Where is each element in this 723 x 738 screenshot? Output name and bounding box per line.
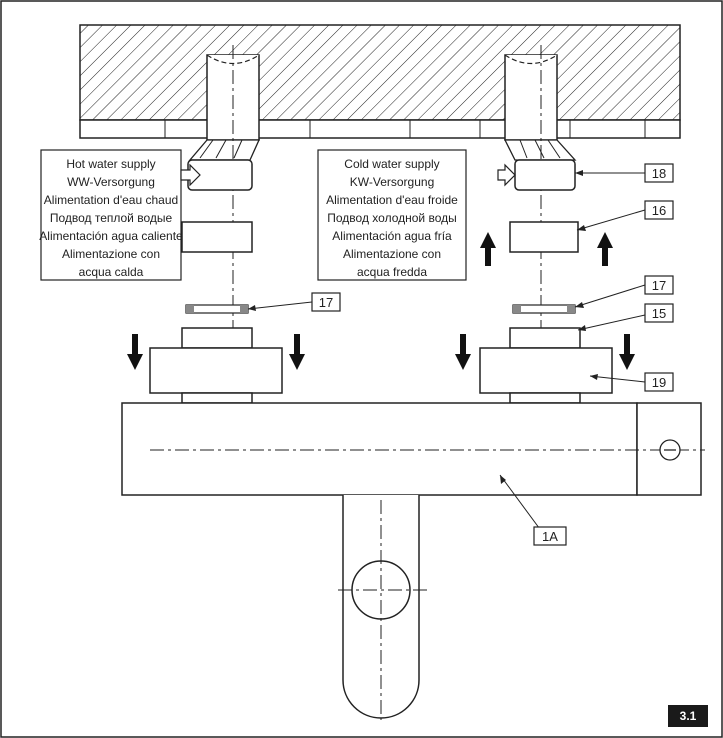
cold-supply-line: acqua fredda [357, 265, 427, 279]
down-arrow-icon [619, 334, 635, 370]
label-17-right: 17 [574, 275, 674, 308]
down-arrow-icon [289, 334, 305, 370]
label-18-text: 18 [652, 166, 666, 181]
mixer-body [121, 402, 705, 496]
cold-supply-line: KW-Versorgung [350, 175, 435, 189]
hot-supply-line: Alimentazione con [62, 247, 160, 261]
cold-rosette [509, 221, 579, 253]
label-17-left: 17 [247, 292, 341, 312]
cold-supply-line: Alimentación agua fría [332, 229, 452, 243]
label-1a-text: 1A [542, 529, 558, 544]
hot-rosette [181, 221, 253, 253]
hot-supply-line: Hot water supply [66, 157, 155, 171]
cold-supply-label: Cold water supply KW-Versorgung Alimenta… [317, 149, 467, 281]
label-17-text: 17 [319, 295, 333, 310]
label-15: 15 [577, 303, 674, 331]
cold-supply-line: Подвод холодной воды [327, 211, 456, 225]
hot-supply-arrow-icon [180, 163, 201, 187]
label-16-text: 16 [652, 203, 666, 218]
label-17-text: 17 [652, 278, 666, 293]
cold-supply-line: Alimentazione con [343, 247, 441, 261]
outlet-spout [338, 495, 428, 720]
down-arrow-icon [127, 334, 143, 370]
label-19-text: 19 [652, 375, 666, 390]
label-19: 19 [589, 372, 674, 392]
hot-seal [185, 304, 249, 314]
cold-seal [512, 304, 576, 314]
hot-supply-line: WW-Versorgung [67, 175, 155, 189]
up-arrow-icon [597, 232, 613, 266]
hot-supply-line: acqua calda [79, 265, 144, 279]
figure-badge: 3.1 [668, 705, 708, 727]
label-16: 16 [576, 200, 674, 231]
hot-supply-line: Alimentación agua caliente [39, 229, 183, 243]
cold-water-pipe [503, 54, 577, 161]
label-15-text: 15 [652, 306, 666, 321]
label-18: 18 [575, 163, 674, 183]
hot-supply-line: Подвод теплой водые [50, 211, 173, 225]
hot-union-nut [149, 327, 283, 404]
figure-number: 3.1 [680, 709, 697, 723]
cold-supply-arrow-icon [497, 163, 516, 187]
cold-supply-line: Cold water supply [344, 157, 439, 171]
cold-union-nut [479, 327, 613, 404]
hot-supply-label: Hot water supply WW-Versorgung Alimentat… [39, 149, 183, 281]
label-1a: 1A [499, 474, 567, 546]
cold-adapter [514, 159, 576, 191]
down-arrow-icon [455, 334, 471, 370]
up-arrow-icon [480, 232, 496, 266]
hot-supply-line: Alimentation d'eau chaud [44, 193, 178, 207]
cold-supply-line: Alimentation d'eau froide [326, 193, 458, 207]
wall [79, 24, 681, 139]
